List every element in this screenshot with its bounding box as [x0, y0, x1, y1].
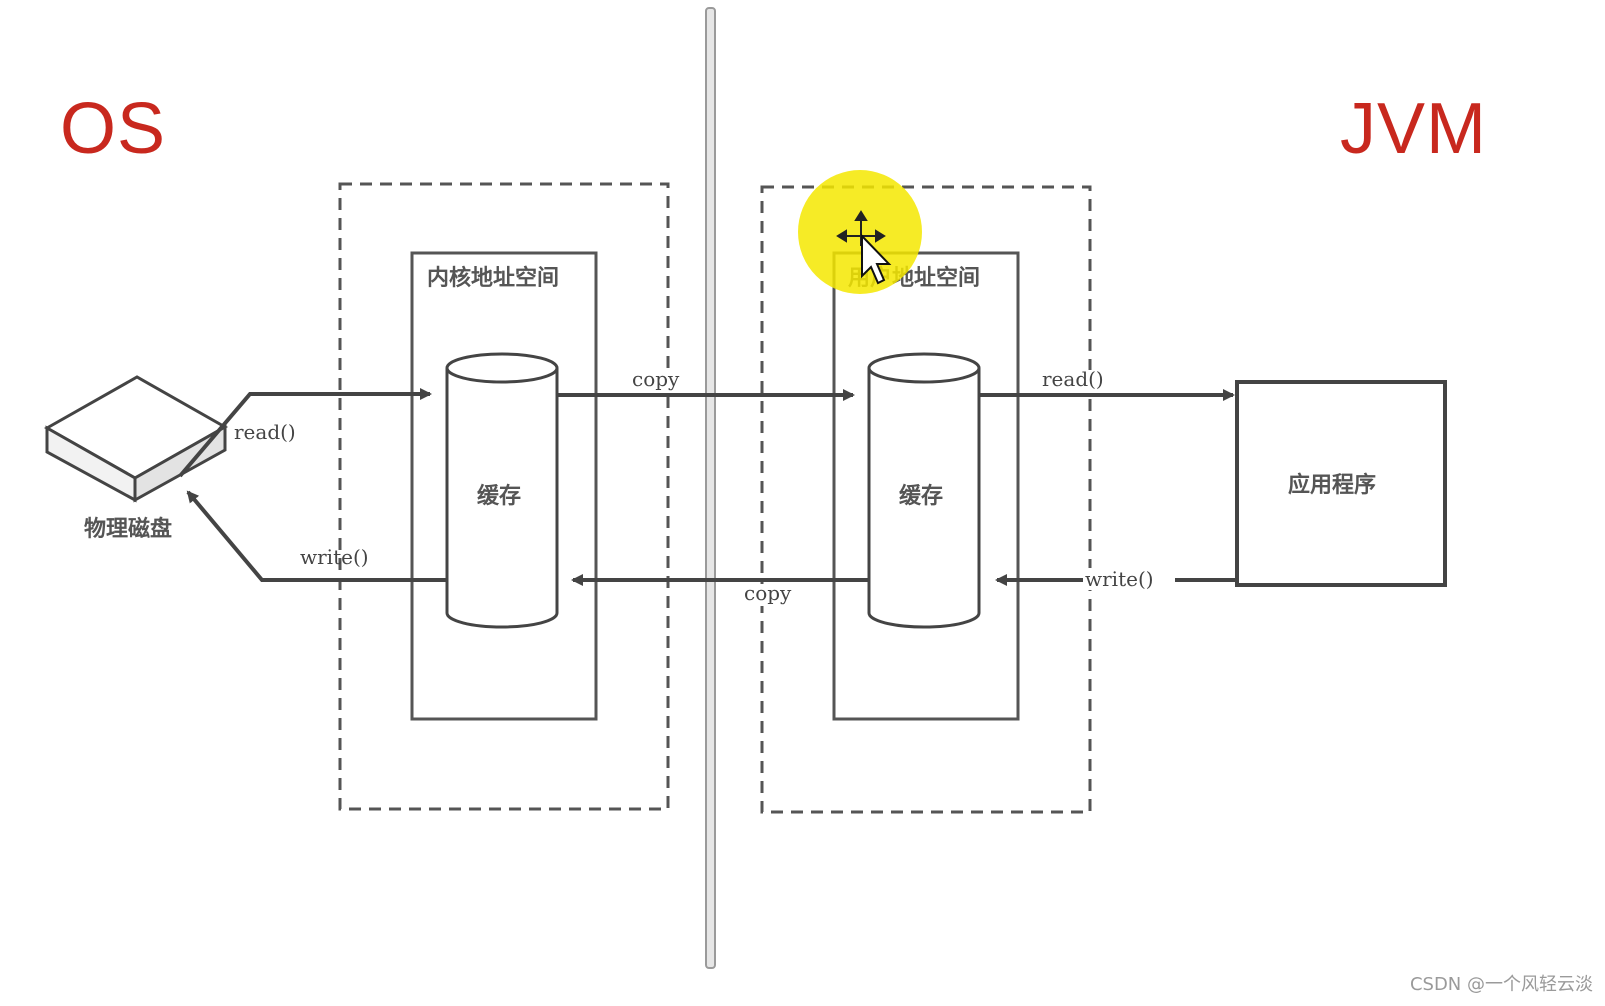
user-cache-label: 缓存	[899, 483, 943, 509]
jvm-dashed-boundary	[760, 185, 1092, 814]
disk-write-arrow	[186, 490, 447, 582]
disk-icon	[43, 375, 229, 503]
kernel-space-title: 内核地址空间	[427, 265, 559, 291]
copy-bottom-label: copy	[744, 581, 792, 605]
watermark: CSDN @一个风轻云淡	[1409, 974, 1593, 995]
pointer-cursor-icon	[861, 233, 892, 285]
app-label: 应用程序	[1288, 472, 1376, 498]
disk-write-label: write()	[300, 545, 369, 569]
os-heading: OS	[60, 89, 167, 169]
disk-label: 物理磁盘	[84, 516, 172, 542]
user-space-box	[832, 251, 1020, 721]
application-box	[1235, 380, 1447, 587]
jvm-heading: JVM	[1340, 89, 1487, 169]
center-divider	[705, 7, 716, 969]
disk-read-arrow	[178, 388, 432, 478]
kernel-space-box	[410, 251, 598, 721]
user-cache-cylinder	[867, 352, 981, 629]
app-write-label: write()	[1085, 567, 1154, 591]
app-read-label: read()	[1042, 367, 1104, 391]
disk-read-label: read()	[234, 420, 296, 444]
copy-top-label: copy	[632, 367, 680, 391]
kernel-cache-cylinder	[445, 352, 559, 629]
kernel-cache-label: 缓存	[477, 483, 521, 509]
os-dashed-boundary	[338, 182, 670, 811]
